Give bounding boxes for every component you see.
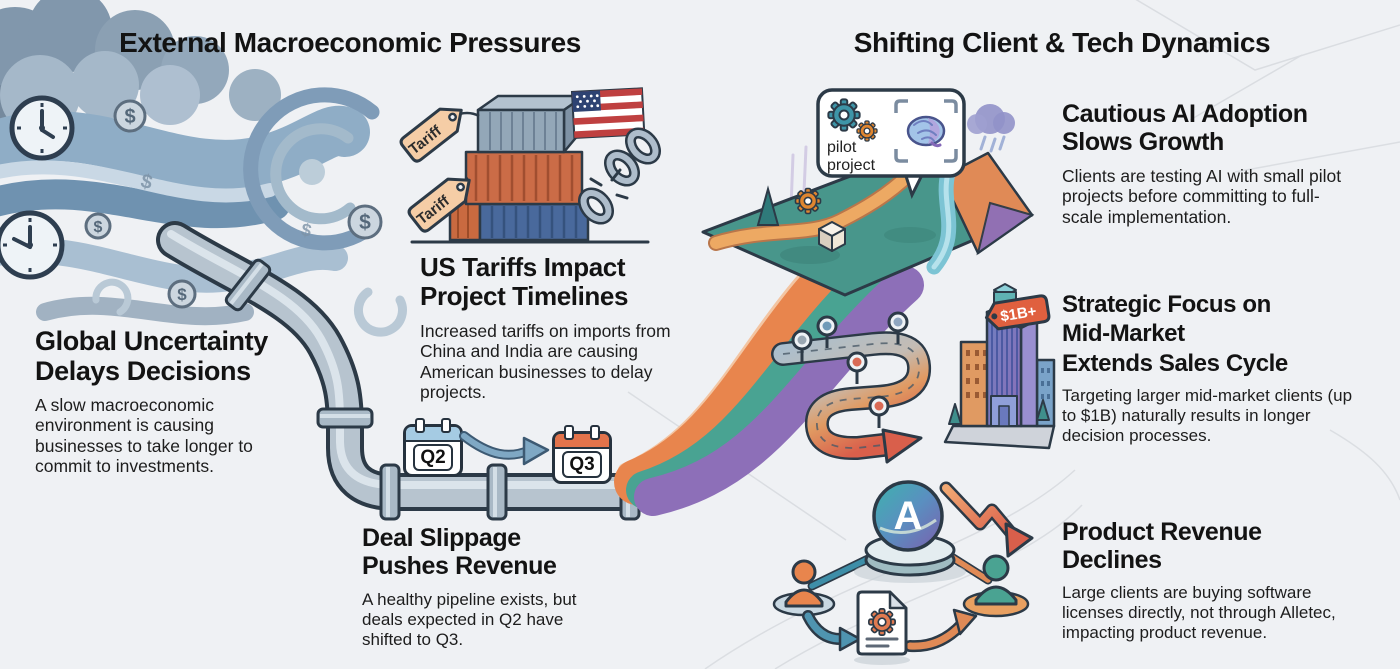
tariff-containers-illustration: Tariff Tariff — [399, 87, 661, 244]
tariff-tag: Tariff — [399, 107, 463, 163]
dollar-coin-icon: $ $ $ $ $ $ — [84, 99, 383, 309]
calendar-q3: Q3 — [552, 425, 612, 484]
midmarket-heading: Strategic Focus on Mid-Market Extends Sa… — [1062, 291, 1288, 377]
midmarket-body: Targeting larger mid-market clients (up … — [1062, 386, 1353, 445]
calendar-ring — [590, 425, 600, 440]
gear-icon — [868, 608, 896, 636]
calendar-q2: Q2 — [403, 418, 463, 477]
pipeline-illustration — [156, 221, 667, 521]
dollar-glyph: $ — [138, 170, 154, 194]
shipping-containers — [448, 94, 590, 242]
map-pins — [791, 311, 909, 428]
dollar-glyph: $ — [124, 106, 135, 128]
ai-adoption-body: Clients are testing AI with small pilot … — [1062, 166, 1342, 227]
calendar-ring — [564, 425, 574, 440]
rain-cloud-icon — [967, 104, 1015, 153]
left-section-title: External Macroeconomic Pressures — [119, 27, 581, 58]
building-illustration: $1B+ — [943, 283, 1056, 450]
arrow-q2-q3 — [459, 431, 550, 466]
storm-wind-illustration: $ $ $ $ $ $ — [0, 0, 407, 337]
broken-chain-icon — [578, 127, 661, 225]
map-pin-icon — [816, 315, 838, 348]
brain-icon — [906, 115, 946, 148]
ai-cube-icon — [818, 221, 846, 252]
pilot-project-illustration: pilot project — [701, 88, 1035, 297]
bubble-label-line1: pilot — [827, 139, 857, 156]
calendar-q2-label: Q2 — [413, 444, 453, 471]
map-pin-icon — [846, 351, 868, 384]
person-icon-left — [784, 559, 824, 608]
dollar-glyph: $ — [94, 219, 103, 236]
dollar-glyph: $ — [177, 285, 187, 304]
dollar-glyph: $ — [299, 219, 313, 241]
scan-frame-icon — [894, 99, 958, 163]
alletec-sphere-logo: A — [872, 480, 944, 552]
ai-adoption-heading: Cautious AI Adoption Slows Growth — [1062, 100, 1308, 156]
product-revenue-heading: Product Revenue Declines — [1062, 518, 1262, 574]
calendar-ring — [415, 418, 425, 433]
sphere-letter: A — [894, 494, 923, 538]
bubble-label-line2: project — [827, 157, 876, 174]
license-document-icon — [856, 590, 908, 656]
license-arrow-from-document — [904, 608, 978, 653]
map-pin-icon — [791, 329, 813, 362]
dollar-glyph: $ — [359, 211, 371, 234]
license-arrow-to-document — [802, 610, 862, 652]
decline-arrow-icon — [939, 481, 1034, 558]
gear-icon — [794, 187, 822, 215]
uncertainty-heading: Global Uncertainty Delays Decisions — [35, 326, 268, 387]
clock-icon — [9, 95, 75, 161]
midmarket-road-illustration: $1B+ — [771, 283, 1056, 464]
map-pin-icon — [868, 395, 890, 428]
person-icon-right — [974, 554, 1018, 606]
price-tag: $1B+ — [984, 294, 1051, 331]
product-revenue-body: Large clients are buying software licens… — [1062, 583, 1336, 642]
tree-icon — [948, 403, 962, 425]
calendar-ring — [441, 418, 451, 433]
tree-icon — [1036, 399, 1050, 421]
right-section-title: Shifting Client & Tech Dynamics — [853, 27, 1271, 58]
tariffs-heading: US Tariffs Impact Project Timelines — [420, 252, 629, 312]
slippage-body: A healthy pipeline exists, but deals exp… — [362, 590, 577, 649]
clock-icon — [0, 210, 65, 280]
product-revenue-illustration: A — [772, 480, 1034, 665]
speech-bubble: pilot project — [816, 88, 966, 199]
wind-swirl-icon — [243, 87, 382, 251]
us-flag-icon — [570, 87, 646, 139]
price-tag-label: $1B+ — [999, 303, 1038, 326]
tariffs-body: Increased tariffs on imports from China … — [420, 321, 671, 403]
road-arrow-head — [881, 428, 923, 464]
tree-icon — [756, 185, 780, 226]
gear-icon — [827, 98, 861, 132]
gear-icon — [856, 120, 878, 142]
slippage-heading: Deal Slippage Pushes Revenue — [362, 524, 557, 580]
calendar-q3-label: Q3 — [562, 451, 602, 478]
uncertainty-body: A slow macroeconomic environment is caus… — [35, 395, 253, 477]
map-pin-icon — [887, 311, 909, 344]
